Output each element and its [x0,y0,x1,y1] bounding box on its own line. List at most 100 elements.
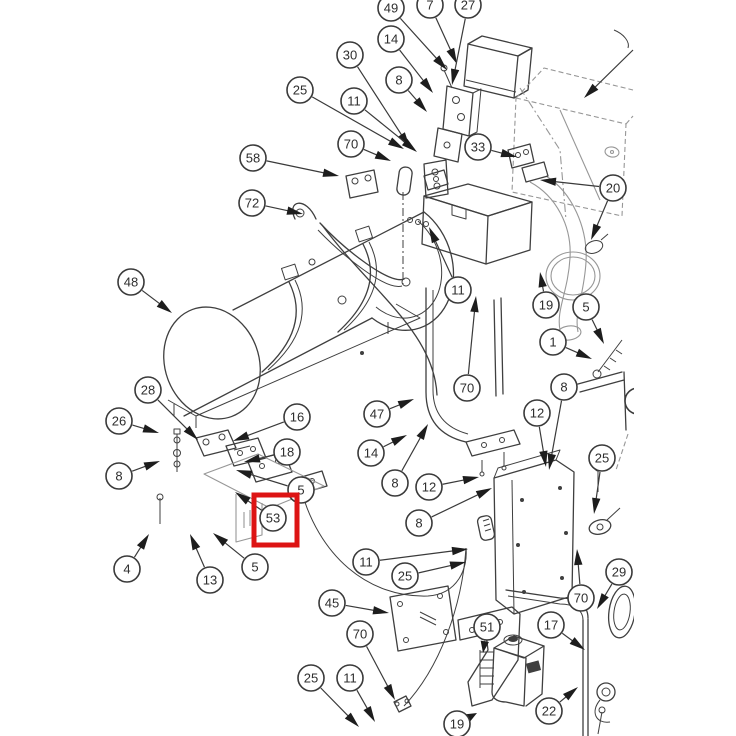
callout-19: 19 [443,710,471,736]
svg-text:20: 20 [606,181,620,196]
svg-text:12: 12 [530,406,544,421]
svg-text:8: 8 [560,380,567,395]
svg-text:4: 4 [123,562,130,577]
callout-11: 11 [340,87,368,115]
svg-text:18: 18 [280,445,294,460]
highlight-box [251,492,300,548]
svg-text:25: 25 [304,671,318,686]
svg-text:11: 11 [359,555,373,570]
svg-text:70: 70 [574,591,588,606]
callout-26: 26 [105,407,133,435]
callout-29: 29 [605,558,633,586]
callout-51: 51 [473,613,501,641]
battery-tray [421,169,533,265]
callout-8: 8 [385,66,413,94]
svg-text:28: 28 [141,383,155,398]
svg-text:70: 70 [460,381,474,396]
svg-text:27: 27 [461,0,475,13]
svg-text:19: 19 [450,717,464,732]
svg-text:8: 8 [391,476,398,491]
svg-text:13: 13 [203,573,217,588]
callout-11: 11 [352,548,380,576]
isolator-mount-parts [345,159,449,227]
callout-8: 8 [550,373,578,401]
callout-48: 48 [117,268,145,296]
svg-text:5: 5 [251,560,258,575]
upper-bracket [433,64,482,163]
callout-70: 70 [567,584,595,612]
small-box [463,35,533,99]
svg-text:7: 7 [426,0,433,13]
svg-text:25: 25 [398,569,412,584]
svg-text:5: 5 [582,300,589,315]
svg-text:8: 8 [115,469,122,484]
battery-box [511,67,634,217]
callout-33: 33 [464,133,492,161]
callout-20: 20 [599,174,627,202]
callout-16: 16 [283,403,311,431]
right-margin-crop [634,0,736,736]
svg-text:33: 33 [471,140,485,155]
side-panel [476,449,575,615]
callout-12: 12 [523,399,551,427]
callout-70: 70 [346,620,374,648]
callout-25: 25 [286,76,314,104]
svg-text:25: 25 [293,83,307,98]
callout-18: 18 [273,438,301,466]
svg-text:30: 30 [343,48,357,63]
callout-47: 47 [363,400,391,428]
callout-72: 72 [238,189,266,217]
svg-text:1: 1 [549,335,556,350]
callout-13: 13 [196,566,224,594]
callout-1: 1 [539,328,567,356]
svg-text:17: 17 [544,618,558,633]
callout-53: 53 [259,504,287,532]
callout-11: 11 [444,276,472,304]
highlight-rect-53 [251,492,300,548]
svg-text:47: 47 [370,407,384,422]
svg-text:11: 11 [451,283,465,298]
svg-text:8: 8 [395,73,402,88]
callout-5: 5 [241,553,269,581]
svg-text:22: 22 [542,704,556,719]
callout-4: 4 [113,555,141,583]
callout-25: 25 [297,664,325,692]
callout-25: 25 [391,562,419,590]
svg-text:11: 11 [347,94,361,109]
callout-12: 12 [415,473,443,501]
mount-plate [389,585,457,652]
svg-text:5: 5 [297,483,304,498]
svg-text:49: 49 [384,1,398,16]
svg-text:29: 29 [612,565,626,580]
callout-8: 8 [105,462,133,490]
callout-14: 14 [377,25,405,53]
svg-text:45: 45 [325,596,339,611]
svg-text:11: 11 [343,671,357,686]
callout-8: 8 [381,469,409,497]
callout-30: 30 [336,41,364,69]
svg-text:19: 19 [539,298,553,313]
callout-11: 11 [336,664,364,692]
svg-text:16: 16 [290,410,304,425]
callout-58: 58 [239,144,267,172]
callout-49: 49 [377,0,405,22]
svg-text:58: 58 [246,151,260,166]
callout-45: 45 [318,589,346,617]
svg-text:8: 8 [415,516,422,531]
callout-14: 14 [357,439,385,467]
callout-5: 5 [287,476,315,504]
callout-17: 17 [537,611,565,639]
callout-70: 70 [453,374,481,402]
leader-lines [131,17,634,727]
svg-text:14: 14 [364,446,378,461]
svg-text:53: 53 [266,511,280,526]
svg-text:51: 51 [480,620,494,635]
callout-5: 5 [572,293,600,321]
callout-25: 25 [588,444,616,472]
callout-8: 8 [405,509,433,537]
callout-70: 70 [337,130,365,158]
svg-text:12: 12 [422,480,436,495]
svg-text:25: 25 [595,451,609,466]
